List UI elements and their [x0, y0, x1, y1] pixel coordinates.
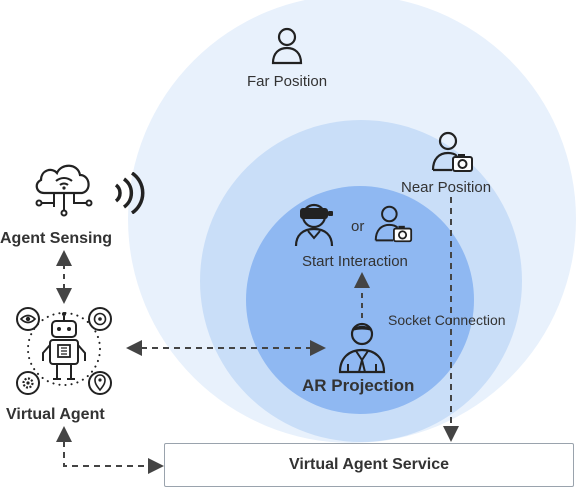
- virtual-agent-label: Virtual Agent: [6, 406, 105, 423]
- signal-waves-icon: [114, 172, 145, 214]
- or-label: or: [351, 218, 365, 235]
- virtual-agent-service-label: Virtual Agent Service: [288, 456, 450, 473]
- far-position-label: Far Position: [247, 73, 328, 90]
- robot-icon: [42, 312, 86, 380]
- start-interaction-label: Start Interaction: [302, 253, 408, 270]
- agent-service-arrow: [56, 426, 164, 474]
- near-position-label: Near Position: [401, 179, 492, 196]
- gear-icon: [16, 371, 40, 395]
- eye-icon: [16, 307, 40, 331]
- cloud-wifi-icon: [35, 164, 93, 217]
- virtual-agent-service-box: Virtual Agent Service: [164, 443, 574, 487]
- vr-headset-user-icon: [294, 203, 334, 247]
- target-icon: [88, 307, 112, 331]
- virtual-agent-cluster: [16, 307, 112, 395]
- user-camera-icon: [431, 131, 473, 172]
- ar-projection-label: AR Projection: [302, 376, 415, 395]
- location-pin-icon: [88, 371, 112, 395]
- agent-sensing-label: Agent Sensing: [0, 230, 113, 247]
- socket-connection-label: Socket Connection: [388, 312, 506, 328]
- businessman-icon: [338, 322, 386, 374]
- user-icon: [271, 27, 303, 65]
- interaction-zone-circle: [246, 186, 474, 414]
- user-camera-icon: [374, 205, 413, 243]
